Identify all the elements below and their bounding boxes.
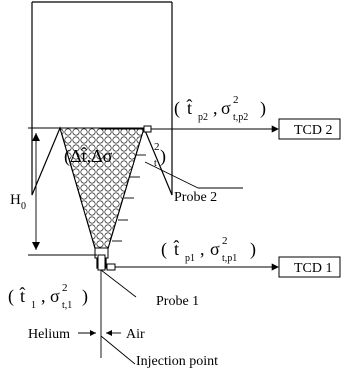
probe2-sigma-sub: t,p2	[233, 112, 248, 123]
probe2-open: (	[174, 98, 180, 119]
probe-2: Probe 2	[101, 125, 279, 205]
probe-1-label: Probe 1	[156, 294, 199, 309]
probe2-t-sub: p2	[198, 112, 208, 123]
helium-label: Helium	[28, 327, 70, 342]
probe-1: Probe 1	[100, 263, 279, 309]
injection-t-hat: t̂	[19, 286, 25, 306]
injection: Helium Air Injection point	[28, 270, 218, 369]
h0-subscript: 0	[21, 201, 26, 212]
air-label: Air	[126, 327, 145, 342]
tcd-1-label: TCD 1	[294, 261, 333, 276]
tcd-2-label: TCD 2	[294, 123, 333, 138]
probe-1-stats: ( t̂ p1 , σ 2 t,p1 )	[161, 235, 256, 264]
h0-label: H	[10, 192, 21, 208]
injection-open: (	[8, 286, 14, 307]
injection-t-sub: 1	[31, 300, 36, 311]
side-probes	[112, 154, 146, 242]
probe1-sigma-sup: 2	[222, 235, 228, 247]
bed-delta-close: )	[160, 146, 166, 167]
probe-2-label: Probe 2	[174, 190, 217, 205]
probe1-open: (	[161, 239, 167, 260]
bed-delta-sub: t	[154, 158, 157, 169]
probe1-sigma-sub: t,p1	[222, 253, 237, 264]
injection-point-label: Injection point	[136, 354, 218, 369]
probe2-close: )	[260, 98, 266, 119]
probe1-close: )	[250, 239, 256, 260]
probe2-sigma-sup: 2	[233, 94, 239, 106]
probe1-comma: ,	[200, 239, 205, 259]
probe2-t-hat: t̂	[186, 98, 192, 118]
injection-sigma: σ	[50, 286, 60, 306]
bed-delta-sup: 2	[154, 141, 160, 153]
injection-close: )	[82, 286, 88, 307]
probe1-t-sub: p1	[185, 253, 195, 264]
bed-delta-text: (Δt̂,Δσ	[64, 146, 113, 167]
probe1-t-hat: t̂	[173, 239, 179, 259]
injection-stats: ( t̂ 1 , σ 2 t,1 )	[8, 282, 88, 311]
probe-2-stats: ( t̂ p2 , σ 2 t,p2 )	[174, 94, 266, 123]
probe2-sigma: σ	[221, 98, 231, 118]
bed-height-marker: H 0	[10, 127, 97, 256]
tcd-1: TCD 1	[278, 256, 341, 278]
injection-sigma-sub: t,1	[62, 300, 72, 311]
injection-comma: ,	[41, 286, 46, 306]
injection-sigma-sup: 2	[62, 282, 68, 294]
probe2-comma: ,	[213, 98, 218, 118]
probe1-sigma: σ	[210, 239, 220, 259]
tcd-2: TCD 2	[278, 118, 341, 140]
bed-delta-stats: (Δt̂,Δσ 2 t )	[64, 141, 166, 169]
